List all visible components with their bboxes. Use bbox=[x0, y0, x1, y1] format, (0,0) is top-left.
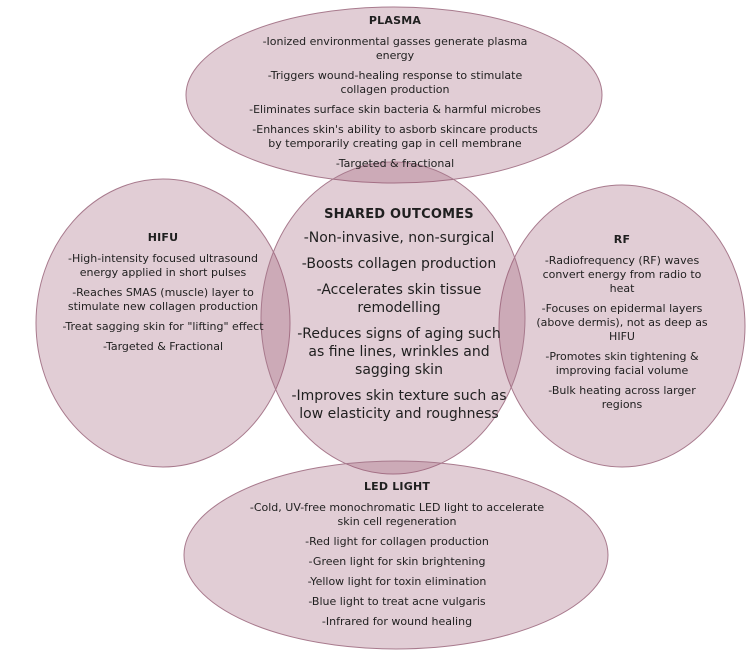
shared-outcomes-section: SHARED OUTCOMES -Non-invasive, non-surgi… bbox=[288, 206, 510, 431]
hifu-title: HIFU bbox=[147, 231, 179, 244]
rf-item: -Promotes skin tightening & improving fa… bbox=[545, 350, 699, 377]
shared-outcome-item: -Accelerates skin tissue remodelling bbox=[316, 282, 482, 316]
rf-title: RF bbox=[613, 233, 631, 246]
shared-outcomes-title: SHARED OUTCOMES bbox=[324, 207, 474, 222]
rf-section: RF -Radiofrequency (RF) waves convert en… bbox=[530, 233, 714, 418]
plasma-ellipse bbox=[185, 6, 603, 184]
led-light-title: LED LIGHT bbox=[363, 480, 431, 493]
shared-outcomes-circle bbox=[260, 161, 526, 475]
rf-item: -Focuses on epidermal layers (above derm… bbox=[536, 302, 708, 343]
plasma-item: -Eliminates surface skin bacteria & harm… bbox=[249, 103, 541, 116]
led-light-section: LED LIGHT -Cold, UV-free monochromatic L… bbox=[242, 480, 552, 635]
rf-item: -Radiofrequency (RF) waves convert energ… bbox=[542, 254, 702, 295]
led-light-item: -Cold, UV-free monochromatic LED light t… bbox=[249, 501, 545, 528]
hifu-item: -Targeted & Fractional bbox=[102, 340, 224, 353]
shared-outcome-item: -Improves skin texture such as low elast… bbox=[291, 388, 507, 422]
hifu-section: HIFU -High-intensity focused ultrasound … bbox=[60, 231, 266, 360]
plasma-item: -Targeted & fractional bbox=[335, 157, 455, 170]
hifu-item: -Reaches SMAS (muscle) layer to stimulat… bbox=[67, 286, 259, 313]
led-light-item: -Green light for skin brightening bbox=[308, 555, 486, 568]
plasma-item: -Ionized environmental gasses generate p… bbox=[262, 35, 528, 62]
led-light-item: -Red light for collagen production bbox=[305, 535, 489, 548]
plasma-title: PLASMA bbox=[368, 14, 422, 27]
shared-outcome-item: -Non-invasive, non-surgical bbox=[303, 230, 495, 246]
hifu-item: -High-intensity focused ultrasound energ… bbox=[68, 252, 258, 279]
hifu-item: -Treat sagging skin for "lifting" effect bbox=[62, 320, 264, 333]
led-light-item: -Blue light to treat acne vulgaris bbox=[308, 595, 486, 608]
shared-outcome-item: -Reduces signs of aging such as fine lin… bbox=[297, 326, 501, 378]
led-light-item: -Infrared for wound healing bbox=[321, 615, 473, 628]
led-light-ellipse bbox=[183, 460, 609, 650]
led-light-item: -Yellow light for toxin elimination bbox=[307, 575, 487, 588]
plasma-section: PLASMA -Ionized environmental gasses gen… bbox=[247, 14, 543, 177]
hifu-ellipse bbox=[35, 178, 291, 468]
rf-item: -Bulk heating across larger regions bbox=[548, 384, 696, 411]
plasma-item: -Triggers wound-healing response to stim… bbox=[267, 69, 523, 96]
rf-ellipse bbox=[498, 184, 746, 468]
plasma-item: -Enhances skin's ability to asborb skinc… bbox=[252, 123, 538, 150]
shared-outcome-item: -Boosts collagen production bbox=[301, 256, 497, 272]
